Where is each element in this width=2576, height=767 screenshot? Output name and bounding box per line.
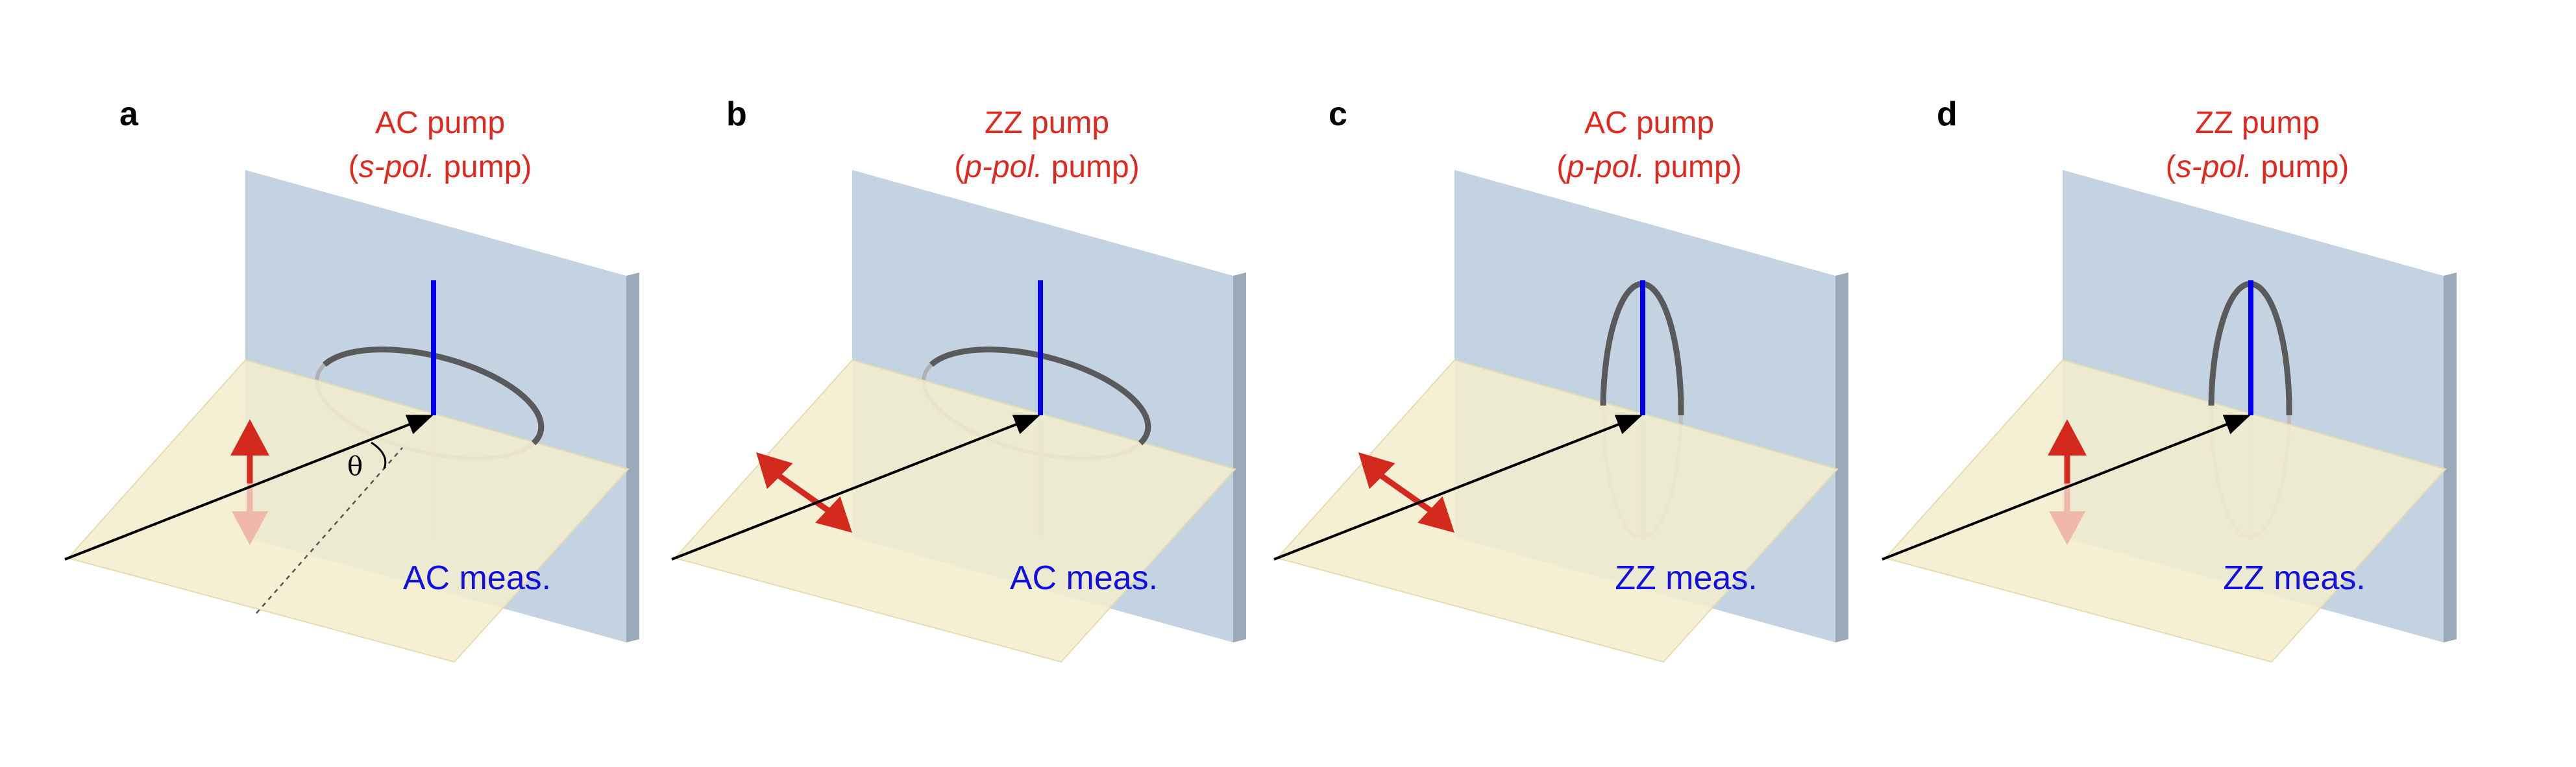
incident-beam bbox=[671, 415, 1040, 561]
pol-arrow-head-1 bbox=[1358, 452, 1395, 489]
panel-d: d ZZ pump (s-pol. pump) ZZ meas. bbox=[1882, 95, 2457, 663]
pump-paren: ( bbox=[349, 150, 359, 184]
pol-arrow-head-up bbox=[230, 419, 269, 456]
pump-polarization: p-pol. bbox=[1565, 150, 1645, 184]
pump-suffix: pump) bbox=[1645, 150, 1741, 184]
pol-arrow-head-up bbox=[2048, 419, 2087, 456]
pump-paren: ( bbox=[2166, 150, 2176, 184]
panel-b: b ZZ pump (p-pol. pump) AC meas. bbox=[671, 95, 1246, 663]
pump-label: AC pump bbox=[1584, 106, 1714, 140]
pump-polarization-label: (s-pol. pump) bbox=[349, 150, 532, 184]
theta-label: θ bbox=[347, 452, 363, 481]
plane-projection-line bbox=[256, 447, 403, 614]
panel-letter: d bbox=[1937, 95, 1957, 133]
pol-arrow-head-down-faded bbox=[2049, 511, 2085, 545]
theta-arc bbox=[371, 441, 387, 469]
pump-polarization: s-pol. bbox=[2176, 150, 2252, 184]
pump-label: AC pump bbox=[375, 106, 505, 140]
pump-polarization-label: (p-pol. pump) bbox=[954, 150, 1139, 184]
floor-plane bbox=[674, 359, 1236, 663]
pump-polarization: p-pol. bbox=[963, 150, 1042, 184]
wall-edge bbox=[626, 273, 639, 642]
wall-edge bbox=[1835, 273, 1848, 642]
pol-arrow-head-2 bbox=[1417, 496, 1454, 533]
pump-suffix: pump) bbox=[1042, 150, 1139, 184]
pol-arrow-head-down-faded bbox=[232, 511, 268, 545]
floor-plane bbox=[1884, 359, 2447, 663]
measurement-label: AC meas. bbox=[403, 559, 551, 597]
pol-arrow-head-2 bbox=[815, 496, 852, 533]
panel-c: c AC pump (p-pol. pump) ZZ meas. bbox=[1273, 95, 1848, 663]
pump-label: ZZ pump bbox=[2195, 106, 2320, 140]
incident-beam bbox=[1273, 415, 1643, 561]
pol-arrow-shaft bbox=[777, 473, 831, 514]
wall-edge bbox=[1233, 273, 1246, 642]
pol-arrow-shaft bbox=[1379, 473, 1434, 514]
pump-suffix: pump) bbox=[435, 150, 532, 184]
panel-letter: a bbox=[119, 95, 139, 133]
panel-letter: b bbox=[726, 95, 747, 133]
pump-polarization: s-pol. bbox=[359, 150, 435, 184]
loop-visible-part bbox=[322, 347, 545, 446]
loop-visible-part bbox=[929, 347, 1151, 446]
pol-arrow-head-1 bbox=[756, 452, 793, 489]
floor-plane bbox=[1276, 359, 1839, 663]
incident-beam bbox=[64, 415, 434, 561]
measurement-label: ZZ meas. bbox=[2223, 559, 2366, 597]
measurement-label: AC meas. bbox=[1010, 559, 1158, 597]
pump-suffix: pump) bbox=[2252, 150, 2349, 184]
panel-letter: c bbox=[1329, 95, 1347, 133]
measurement-label: ZZ meas. bbox=[1615, 559, 1758, 597]
pump-label: ZZ pump bbox=[985, 106, 1109, 140]
pump-polarization-label: (s-pol. pump) bbox=[2166, 150, 2349, 184]
floor-plane bbox=[67, 359, 630, 663]
pump-polarization-label: (p-pol. pump) bbox=[1556, 150, 1741, 184]
wall-edge bbox=[2444, 273, 2457, 642]
pump-paren: ( bbox=[1556, 150, 1567, 184]
pump-paren: ( bbox=[954, 150, 964, 184]
incident-beam bbox=[1882, 415, 2251, 561]
panel-a: θ a AC pump (s-pol. pump) AC meas. bbox=[64, 95, 639, 663]
